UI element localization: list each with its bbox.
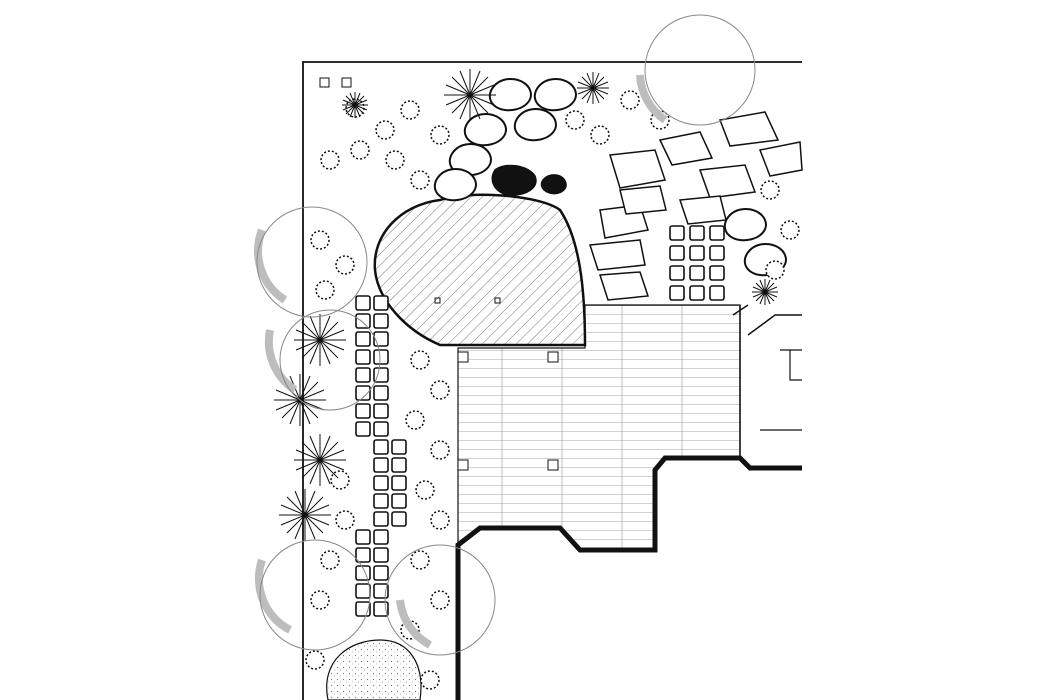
trees — [254, 14, 756, 656]
stone-patio — [373, 193, 587, 347]
paver-grid-top-1 — [669, 225, 725, 301]
corner-markers — [319, 77, 352, 88]
shrubs — [305, 90, 800, 690]
flagstone-path — [589, 111, 803, 301]
paver-paths — [355, 225, 725, 617]
boulders — [433, 78, 787, 277]
gravel-area — [326, 639, 422, 700]
house-outline — [455, 304, 802, 700]
property-boundary — [302, 61, 802, 700]
paver-grid-left — [355, 295, 407, 617]
